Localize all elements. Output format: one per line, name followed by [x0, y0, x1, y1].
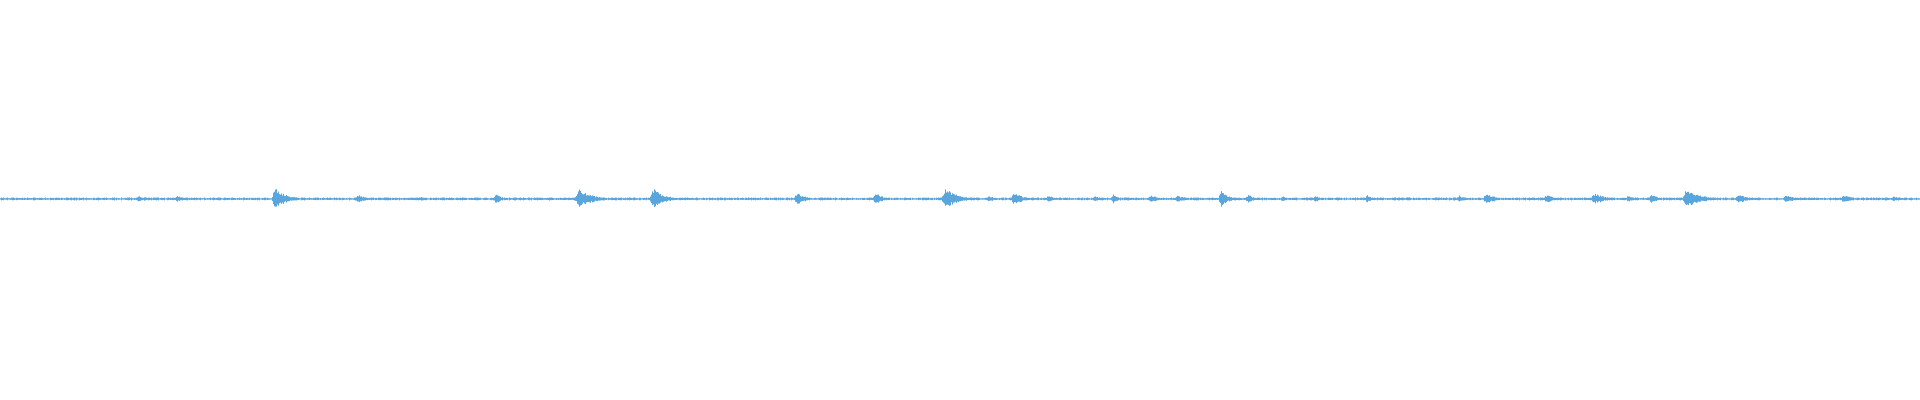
waveform-signal — [0, 189, 1920, 208]
